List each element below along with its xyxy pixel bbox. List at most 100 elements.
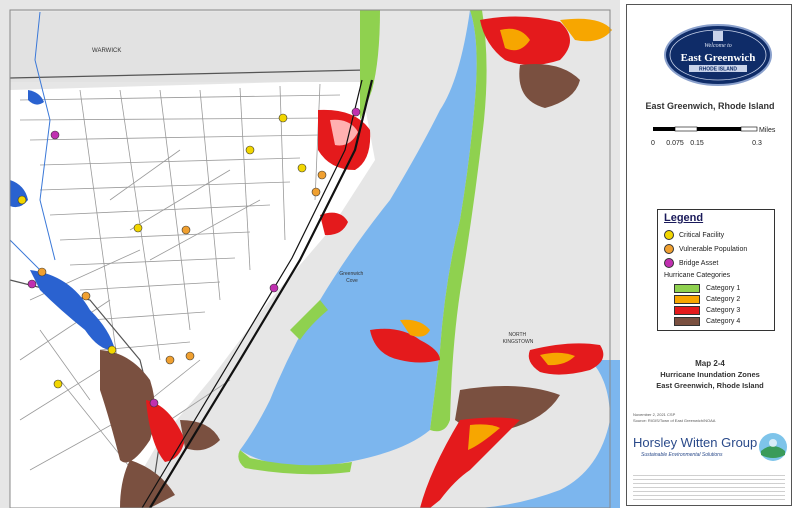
category4-south	[120, 460, 175, 508]
vulnerable-population-icon	[664, 244, 674, 254]
critical-facility-icon	[17, 195, 27, 205]
map-canvas[interactable]: WARWICK Greenwich Cove NORTH KINGSTOWN	[0, 0, 620, 508]
vulnerable-population-icon	[81, 291, 91, 301]
legend-category-label: Category 4	[706, 318, 741, 325]
badge-main-text: East Greenwich	[681, 52, 756, 64]
street-network	[19, 83, 341, 481]
town-area	[10, 80, 375, 508]
map-number: Map 2-4	[695, 359, 725, 368]
label-north-kingstown-line1: NORTH	[508, 332, 526, 338]
legend-item-critical-facility: Critical Facility	[664, 230, 724, 240]
welcome-badge-icon: Welcome to East Greenwich RHODE ISLAND	[664, 24, 772, 86]
legend-item-vulnerable-population: Vulnerable Population	[664, 244, 747, 254]
label-greenwich-cove: Greenwich Cove	[339, 271, 364, 284]
scale-tick-1: 0.075	[666, 140, 684, 147]
category1-east-shore	[430, 10, 487, 432]
legend-category-2: Category 2	[664, 295, 740, 304]
credits-source: Source: RIGIS/Town of East Greenwich/NOA…	[633, 418, 716, 423]
vulnerable-population-icon	[311, 187, 321, 197]
scale-unit: Miles	[759, 127, 776, 134]
map-border	[9, 9, 611, 508]
label-north-kingstown: NORTH KINGSTOWN	[503, 332, 534, 345]
critical-facility-icon	[278, 113, 288, 123]
category2-swatch	[674, 295, 700, 304]
category1-west	[290, 300, 328, 340]
critical-facility-markers	[17, 113, 307, 389]
warwick-area	[10, 12, 360, 82]
vulnerable-population-icon	[185, 351, 195, 361]
bridge-asset-icon	[351, 107, 361, 117]
bridge-asset-icon	[149, 398, 159, 408]
critical-facility-icon	[664, 230, 674, 240]
critical-facility-icon	[133, 223, 143, 233]
label-greenwich-cove-line1: Greenwich	[339, 271, 363, 277]
company-name: Horsley Witten Group	[633, 435, 758, 450]
category4-inland	[100, 350, 155, 463]
category1-swatch	[674, 284, 700, 293]
legend: Legend Critical Facility Vulnerable Popu…	[657, 209, 775, 331]
map-view[interactable]: WARWICK Greenwich Cove NORTH KINGSTOWN	[0, 0, 620, 508]
badge-bottom-text: RHODE ISLAND	[699, 67, 737, 73]
bridge-asset-icon	[50, 130, 60, 140]
category1-north	[360, 10, 380, 120]
pond	[30, 270, 115, 351]
badge-top-text: Welcome to	[704, 43, 732, 49]
scale-tick-3: 0.3	[752, 140, 762, 147]
category2-northeast-b	[560, 18, 612, 42]
location-title: East Greenwich, Rhode Island	[645, 101, 775, 111]
vulnerable-population-icon	[181, 225, 191, 235]
legend-categories-title: Hurricane Categories	[664, 272, 731, 279]
category1-south	[238, 450, 352, 475]
category2-east	[540, 352, 575, 366]
legend-category-label: Category 2	[706, 296, 741, 303]
bridge-asset-markers	[27, 107, 361, 408]
railroad-secondary	[141, 79, 363, 508]
legend-title: Legend	[664, 212, 704, 224]
critical-facility-icon	[53, 379, 63, 389]
legend-category-label: Category 1	[706, 285, 741, 292]
legend-category-4: Category 4	[664, 317, 740, 326]
category2-south-east	[468, 424, 500, 450]
label-greenwich-cove-line2: Cove	[346, 278, 358, 284]
railroad	[149, 79, 374, 508]
critical-facility-icon	[107, 345, 117, 355]
vulnerable-population-markers	[37, 170, 327, 365]
category4-swatch	[674, 317, 700, 326]
pond-north	[28, 90, 44, 105]
category3-swatch	[674, 306, 700, 315]
map-info-panel: Welcome to East Greenwich RHODE ISLAND E…	[626, 4, 792, 506]
company-logo-icon	[759, 433, 787, 461]
label-north-kingstown-line2: KINGSTOWN	[503, 339, 534, 345]
category3-mid-east	[370, 328, 440, 363]
scale-bar: Miles 0 0.075 0.15 0.3	[651, 126, 776, 147]
category2-mid-east	[400, 319, 430, 337]
critical-facility-icon	[245, 145, 255, 155]
legend-category-3: Category 3	[664, 306, 740, 315]
scale-tick-0: 0	[651, 140, 655, 147]
legend-category-label: Category 3	[706, 307, 741, 314]
category3-west-shore	[320, 212, 348, 236]
legend-item-label: Vulnerable Population	[679, 245, 748, 253]
vulnerable-population-icon	[165, 355, 175, 365]
category2-northeast	[500, 28, 530, 51]
category3-south-east	[420, 417, 520, 508]
legend-item-label: Critical Facility	[679, 231, 725, 239]
bridge-asset-icon	[269, 283, 279, 293]
map-title-line2: East Greenwich, Rhode Island	[656, 381, 764, 390]
category3-south	[146, 400, 185, 462]
bridge-asset-icon	[664, 258, 674, 268]
legend-item-bridge-asset: Bridge Asset	[664, 258, 718, 268]
bay-water	[480, 360, 620, 508]
bridge-asset-icon	[27, 279, 37, 289]
scale-tick-2: 0.15	[690, 140, 704, 147]
label-warwick: WARWICK	[92, 48, 121, 54]
map-title-line1: Hurricane Inundation Zones	[660, 370, 760, 379]
vulnerable-population-icon	[317, 170, 327, 180]
vulnerable-population-icon	[37, 267, 47, 277]
category4-northeast	[519, 64, 580, 108]
critical-facility-icon	[297, 163, 307, 173]
disclaimer-text-block	[633, 475, 785, 501]
company-tagline: Sustainable Environmental Solutions	[641, 452, 723, 458]
legend-category-1: Category 1	[664, 284, 740, 293]
legend-item-label: Bridge Asset	[679, 259, 719, 267]
